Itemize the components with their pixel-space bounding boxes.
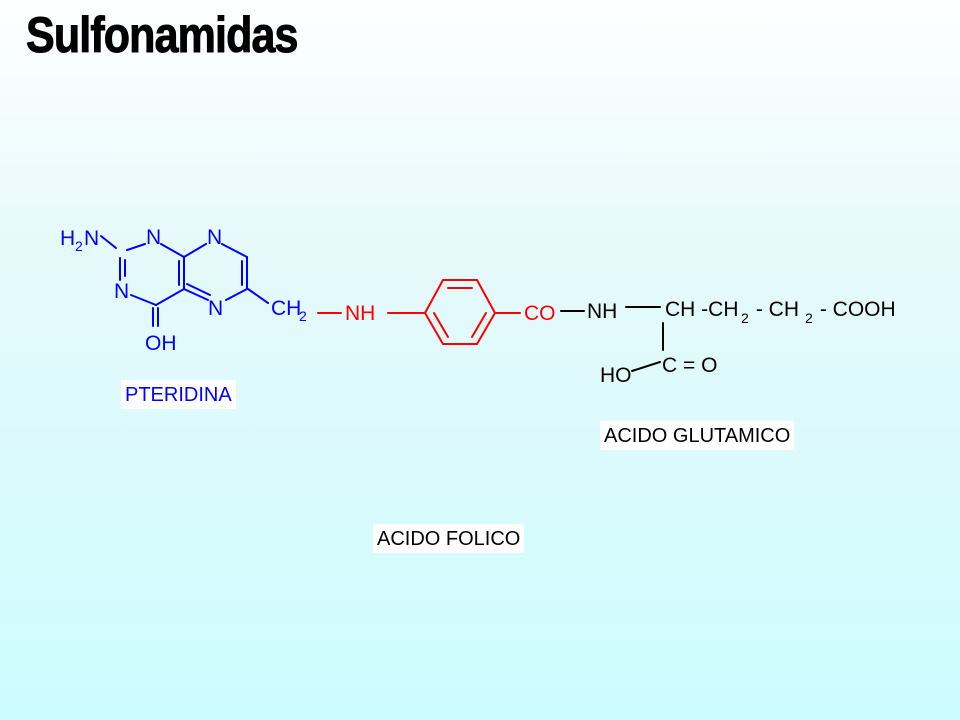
hydroxyl-text: OH <box>145 332 177 355</box>
chain-subscript-1: 2 <box>741 310 749 326</box>
carbonyl-text: C = O <box>662 354 717 377</box>
acido-glutamico-label: ACIDO GLUTAMICO <box>600 421 795 450</box>
ring-nitrogen-3: N <box>114 280 129 303</box>
chain-text-a: CH -CH <box>665 298 739 321</box>
paba-co-text: CO <box>524 302 556 325</box>
glutamic-nh-text: NH <box>587 300 617 323</box>
glutamic-atom-labels: NH CH -CH 2 - CH 2 - COOH HO C = O <box>587 298 896 387</box>
methylene-subscript: 2 <box>299 308 307 324</box>
pteridine-ring <box>100 235 269 327</box>
amine-h-text: H <box>60 227 75 250</box>
ring-nitrogen-1: N <box>146 226 161 249</box>
paba-atom-labels: NH CO <box>345 302 556 325</box>
benzene-ring <box>423 279 497 345</box>
ring-nitrogen-2: N <box>207 226 222 249</box>
chain-text-b: - CH <box>750 298 799 321</box>
glutamic-fragment <box>560 306 664 372</box>
slide-title: Sulfonamidas <box>26 7 299 64</box>
bond-ho-c <box>631 361 661 372</box>
paba-fragment <box>317 279 521 345</box>
ring-nitrogen-4: N <box>208 297 223 320</box>
methylene-text: CH <box>271 297 301 320</box>
amine-n-text: N <box>84 227 99 250</box>
paba-nh-text: NH <box>345 302 375 325</box>
chain-text-c: - COOH <box>814 298 896 321</box>
acido-folico-label: ACIDO FOLICO <box>373 524 525 553</box>
pteridina-label: PTERIDINA <box>121 380 236 409</box>
amine-subscript: 2 <box>75 238 83 254</box>
hydroxyl-ho-text: HO <box>600 364 632 387</box>
pteridine-atom-labels: H 2 N N N N N OH CH 2 <box>60 226 307 355</box>
chain-subscript-2: 2 <box>805 310 813 326</box>
